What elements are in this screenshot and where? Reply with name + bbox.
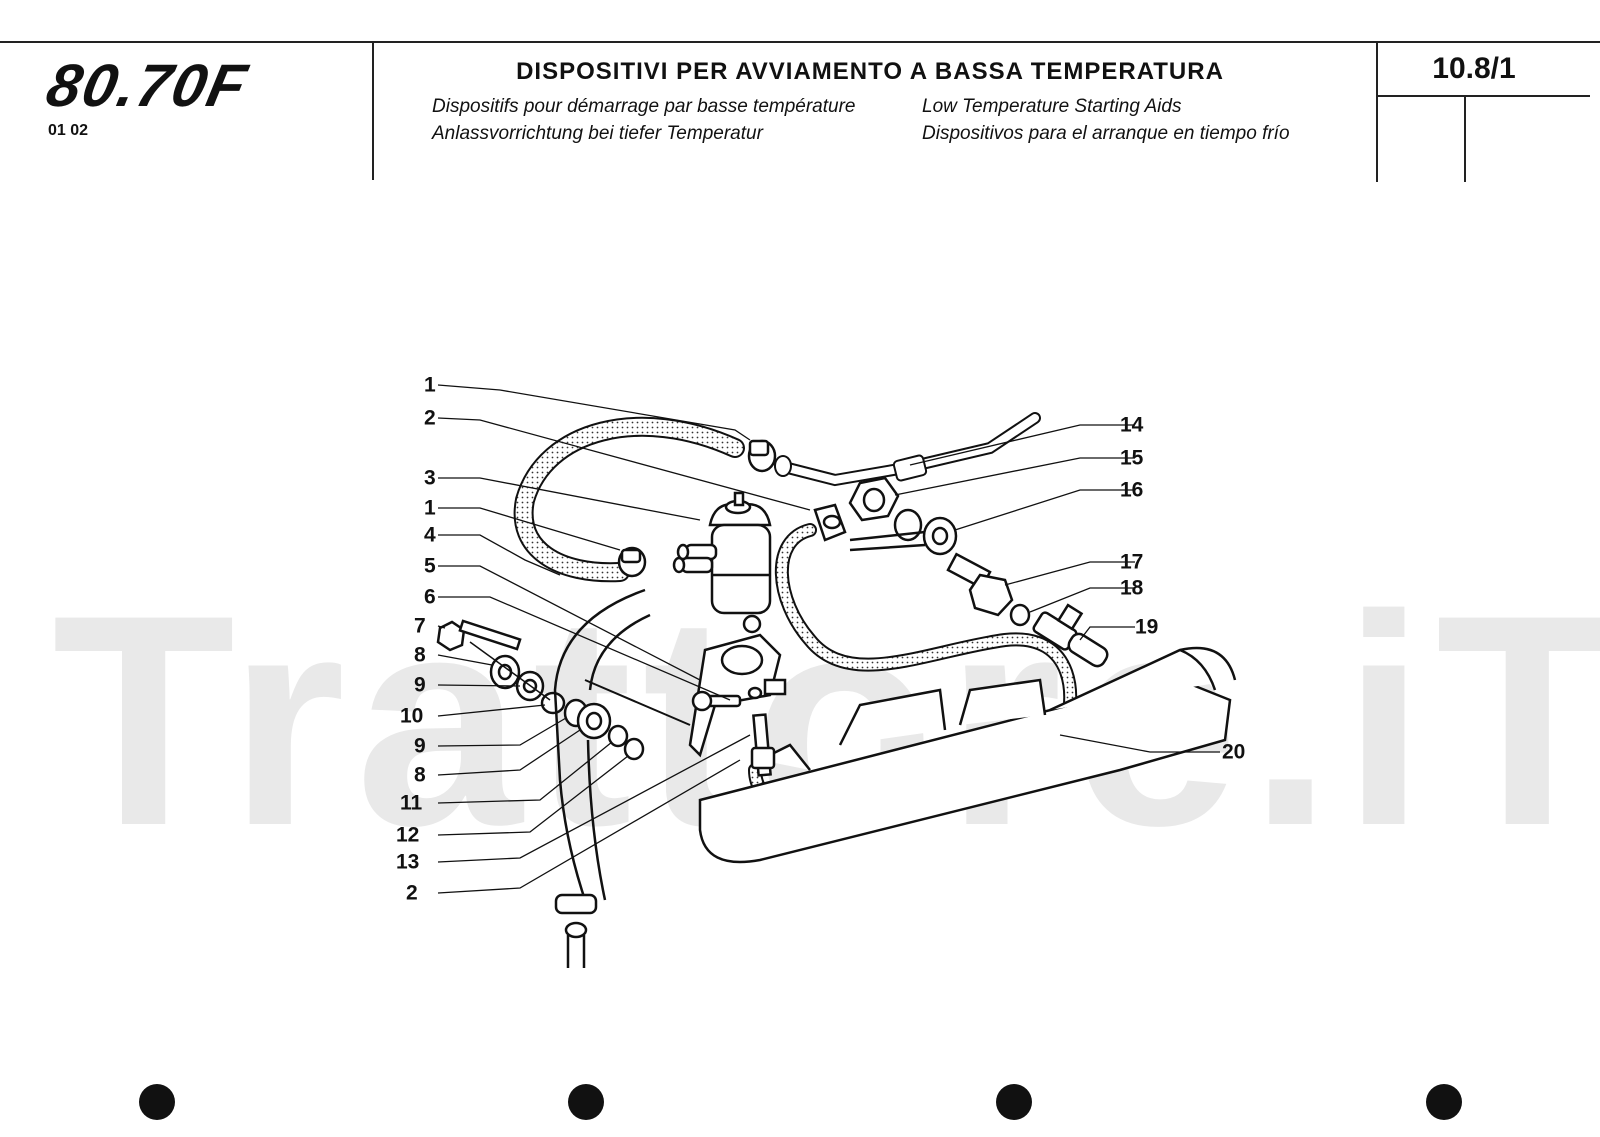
callout-20: 20 [1222, 740, 1246, 764]
callout-11: 11 [400, 791, 423, 815]
callout-4: 4 [424, 523, 436, 547]
page-box-divider [1464, 96, 1466, 182]
punch-hole [1426, 1084, 1462, 1120]
callout-12: 12 [396, 823, 420, 847]
clamp-screw [691, 690, 742, 712]
washer-18 [1009, 603, 1031, 627]
callout-15: 15 [1120, 446, 1144, 470]
callout-9: 9 [414, 734, 426, 758]
callout-5: 5 [424, 554, 436, 578]
callout-2: 2 [406, 881, 418, 905]
callout-1: 1 [424, 373, 436, 397]
header-top-rule [0, 41, 1600, 43]
banjo-bolt [946, 552, 1014, 617]
callout-10: 10 [400, 704, 424, 728]
washer-8 [489, 654, 521, 690]
subtitle-french: Dispositifs pour démarrage par basse tem… [432, 96, 856, 117]
callout-9: 9 [414, 673, 426, 697]
subtitle-spanish: Dispositivos para el arranque en tiempo … [922, 123, 1290, 144]
hose-bracket [813, 503, 847, 542]
callout-16: 16 [1120, 478, 1144, 502]
thermostatic-valve [672, 491, 772, 634]
washer-11 [607, 724, 629, 748]
callout-14: 14 [1120, 413, 1144, 437]
leader-lines [437, 384, 811, 894]
callout-3: 3 [424, 466, 436, 490]
callout-1: 1 [424, 496, 436, 520]
leader-lines-right [894, 424, 1220, 753]
section-code: 01 02 [48, 122, 89, 139]
callout-18: 18 [1120, 576, 1144, 600]
subtitle-german: Anlassvorrichtung bei tiefer Temperatur [432, 123, 763, 144]
subtitle-english: Low Temperature Starting Aids [922, 96, 1182, 117]
hose-clamp-top [747, 439, 777, 473]
callout-2: 2 [424, 406, 436, 430]
page-title: DISPOSITIVI PER AVVIAMENTO A BASSA TEMPE… [516, 58, 1224, 85]
punch-hole [568, 1084, 604, 1120]
banjo-union [849, 516, 958, 556]
nut-12 [623, 737, 645, 761]
callout-8: 8 [414, 763, 426, 787]
punch-hole [139, 1084, 175, 1120]
page-box-rule [1376, 95, 1590, 97]
exhaust-manifold [698, 646, 1237, 864]
washer-8b [576, 702, 612, 740]
callout-6: 6 [424, 585, 436, 609]
thermostart-plug [1032, 603, 1109, 668]
header-divider-right [1376, 42, 1378, 182]
union-nut [848, 476, 900, 522]
mounting-bolt [436, 619, 522, 652]
hose-clamp-bottom [554, 893, 598, 968]
hose-clamp-lower [617, 546, 647, 578]
callout-13: 13 [396, 850, 420, 874]
header-divider-left [372, 42, 374, 180]
callout-19: 19 [1135, 615, 1159, 639]
page-number: 10.8/1 [1432, 52, 1516, 85]
threaded-stud [750, 713, 776, 777]
callout-8: 8 [414, 643, 426, 667]
callout-7: 7 [414, 614, 426, 638]
punch-hole [996, 1084, 1032, 1120]
callout-17: 17 [1120, 550, 1144, 574]
